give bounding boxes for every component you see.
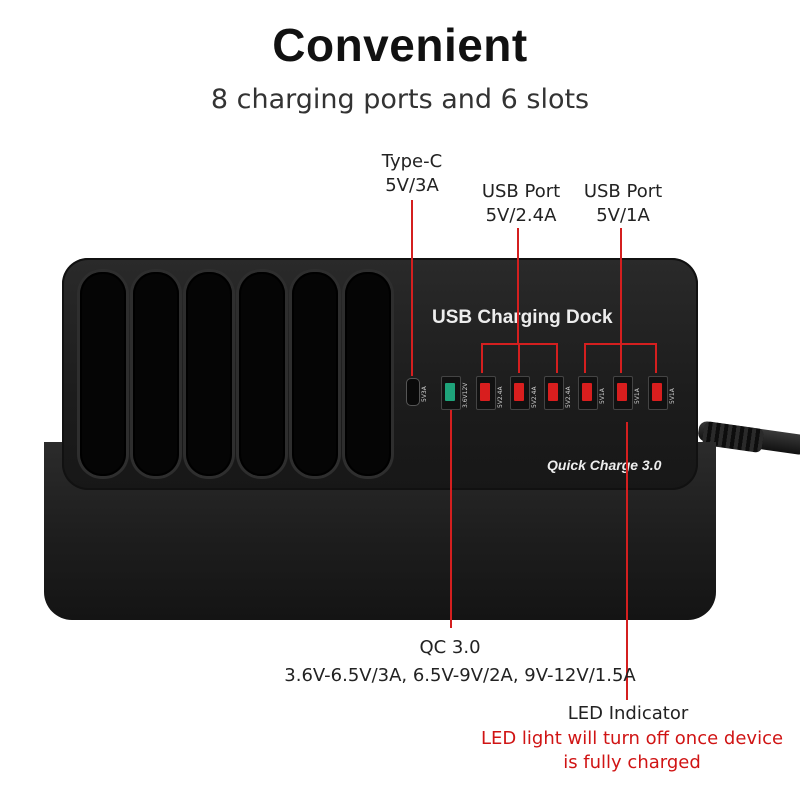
usb-port-24 [510, 376, 530, 410]
qc-callout-title: QC 3.0 [419, 637, 481, 658]
device-slot [239, 272, 285, 476]
led-callout-note-2: is fully charged [563, 752, 701, 773]
led-callout-title: LED Indicator [567, 703, 689, 724]
led-callout-note-1: LED light will turn off once device [480, 728, 784, 749]
port-mark: 5V1A [634, 388, 641, 404]
qc-leader-line [450, 410, 452, 628]
qc-callout-spec: 3.6V-6.5V/3A, 6.5V-9V/2A, 9V-12V/1.5A [284, 665, 636, 686]
typec-port [406, 378, 420, 406]
usb-1-spec: 5V/1A [596, 205, 650, 226]
led-leader-line [626, 422, 628, 700]
usb-port-1 [578, 376, 598, 410]
usb-1-callout: USB Port 5V/1A [568, 180, 678, 228]
usb-port-1 [613, 376, 633, 410]
port-mark: 5V2.4A [497, 386, 504, 408]
qc-port [441, 376, 461, 410]
usb-24-bracket-tick [556, 343, 558, 373]
typec-title: Type-C [381, 151, 443, 172]
usb-port-24 [476, 376, 496, 410]
usb-1-leader-line [620, 228, 622, 344]
page-subtitle: 8 charging ports and 6 slots [210, 84, 590, 115]
port-mark: 5V2.4A [565, 386, 572, 408]
usb-24-title: USB Port [481, 181, 561, 202]
quick-charge-badge: Quick Charge 3.0 [547, 457, 662, 473]
device-slot [345, 272, 391, 476]
dock-brand-label: USB Charging Dock [432, 307, 613, 328]
usb-1-bracket-tick [620, 343, 622, 373]
typec-callout: Type-C 5V/3A [362, 150, 462, 198]
usb-1-bracket-tick [655, 343, 657, 373]
usb-24-spec: 5V/2.4A [485, 205, 557, 226]
usb-24-callout: USB Port 5V/2.4A [466, 180, 576, 228]
device-slot [292, 272, 338, 476]
usb-24-bracket-tick [481, 343, 483, 373]
page-title: Convenient [272, 19, 528, 71]
port-mark: 5V3A [421, 386, 428, 402]
port-mark: 5V1A [599, 388, 606, 404]
usb-24-bracket-tick [518, 343, 520, 373]
device-slot [186, 272, 232, 476]
device-slot [133, 272, 179, 476]
device-slot [80, 272, 126, 476]
port-mark: 3.6V12V [462, 382, 469, 408]
usb-24-leader-line [517, 228, 519, 344]
port-mark: 5V2.4A [531, 386, 538, 408]
typec-leader-line [411, 200, 413, 376]
usb-1-title: USB Port [583, 181, 663, 202]
typec-spec: 5V/3A [385, 175, 439, 196]
usb-port-1 [648, 376, 668, 410]
usb-1-bracket-tick [584, 343, 586, 373]
usb-port-24 [544, 376, 564, 410]
port-mark: 5V1A [669, 388, 676, 404]
